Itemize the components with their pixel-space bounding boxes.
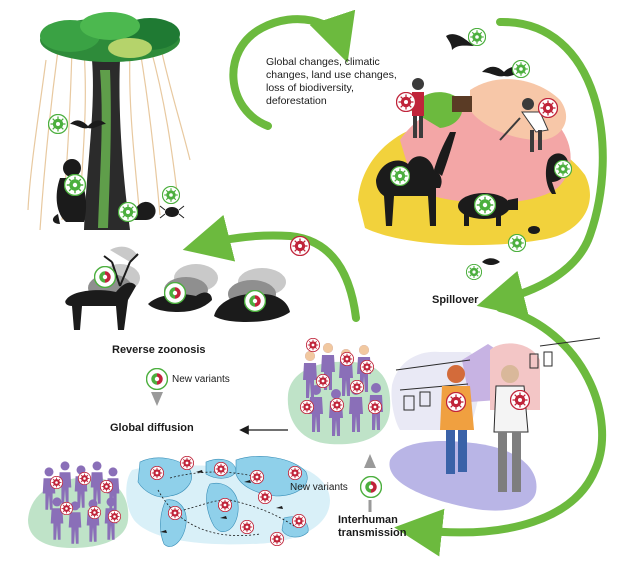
tree-stump: [452, 96, 472, 112]
drivers-line-1: Global changes, climatic: [266, 56, 380, 68]
arrow-down-variants: [151, 392, 163, 406]
city-scene: [389, 337, 601, 511]
wild-animals-scene: [65, 236, 310, 330]
bat-silhouette: [70, 120, 106, 129]
global-diffusion-label: Global diffusion: [110, 422, 194, 434]
arrow-drivers-loop: [229, 9, 356, 130]
tree-canopy: [40, 12, 180, 62]
bird-silhouette: [446, 34, 474, 50]
new-variants-label-top: New variants: [172, 374, 230, 385]
interhuman-line-1: Interhuman: [338, 514, 398, 526]
cycle-arrows: [182, 9, 607, 557]
new-variants-icon-bottom: [360, 476, 382, 498]
spillover-label: Spillover: [432, 294, 479, 306]
drivers-line-4: deforestation: [266, 95, 327, 107]
arrow-right-lower: [394, 304, 607, 557]
forest-scene: [27, 12, 191, 231]
drivers-line-2: changes, land use changes,: [266, 69, 397, 81]
reverse-zoonosis-label: Reverse zoonosis: [112, 344, 206, 356]
deer-silhouette: [65, 253, 139, 330]
crowd-bottom-scene: [28, 461, 129, 548]
arrow-right-loop: [476, 17, 607, 318]
interhuman-transmission-label: Interhuman transmission: [338, 514, 406, 540]
airplane-icons: [160, 470, 283, 533]
rodent-silhouette: [134, 201, 156, 220]
new-variants-icon-top: [146, 368, 168, 390]
farm-ticks: [482, 226, 540, 265]
farm-scene: [358, 28, 590, 280]
crowd-center-scene: [287, 338, 391, 445]
interhuman-line-2: transmission: [338, 527, 407, 539]
flow-connectors: [146, 368, 382, 512]
tick-silhouette: [159, 205, 185, 219]
world-map: [126, 456, 330, 547]
drivers-line-3: loss of biodiversity,: [266, 82, 354, 94]
arrow-up-variants: [364, 454, 376, 468]
farmer-right: [499, 98, 549, 152]
new-variants-label-bottom: New variants: [290, 482, 348, 493]
arrow-spillover-to-reverse: [182, 214, 360, 322]
drivers-label: Global changes, climatic changes, land u…: [266, 56, 416, 108]
